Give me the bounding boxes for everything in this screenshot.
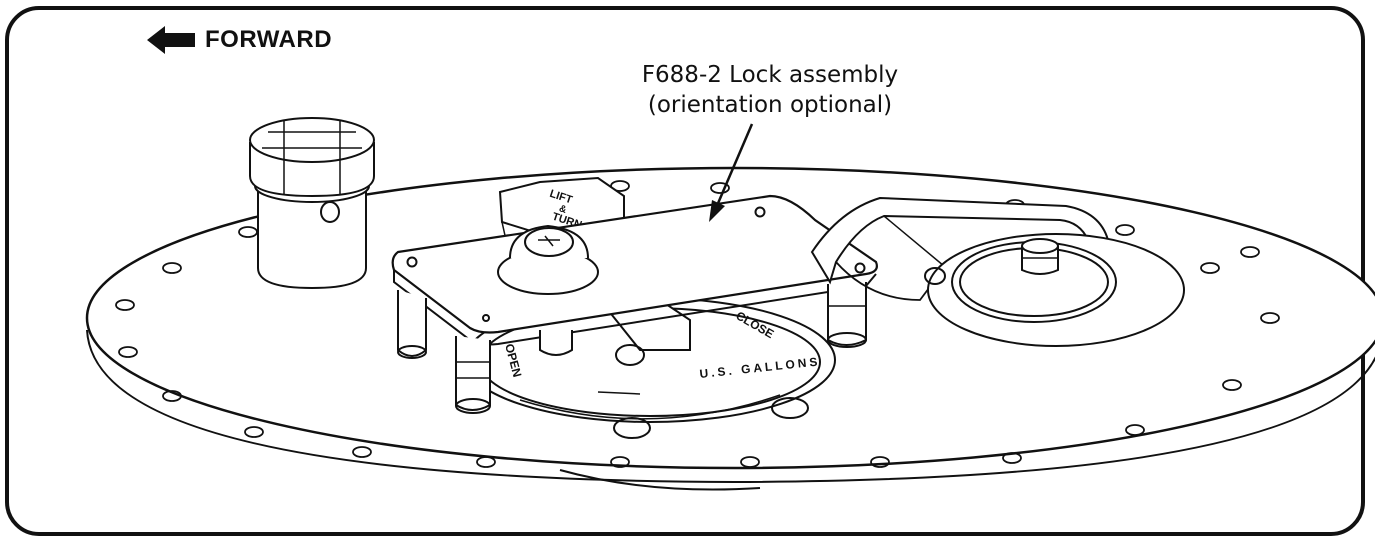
callout-arrowhead (709, 200, 725, 222)
lock-assembly-callout: F688-2 Lock assembly (orientation option… (560, 60, 980, 120)
arrow-left-icon (147, 26, 195, 54)
forward-indicator: FORWARD (147, 24, 332, 56)
forward-label: FORWARD (205, 26, 333, 53)
lock-assembly-plate (391, 194, 878, 346)
bolt-holes (115, 180, 1280, 468)
fuel-cap-illustration: LIFT & TURN U.S. GALLONS CLOSE OPEN (85, 117, 1375, 491)
filler-neck-cylinder (249, 117, 375, 290)
callout-note: (orientation optional) (647, 92, 893, 118)
callout-title: F688-2 Lock assembly (641, 62, 899, 88)
standoff-posts (397, 282, 867, 439)
cap-text-amp: & (558, 203, 568, 216)
vent-cap (924, 233, 1185, 347)
callout-leader-line (714, 123, 754, 209)
